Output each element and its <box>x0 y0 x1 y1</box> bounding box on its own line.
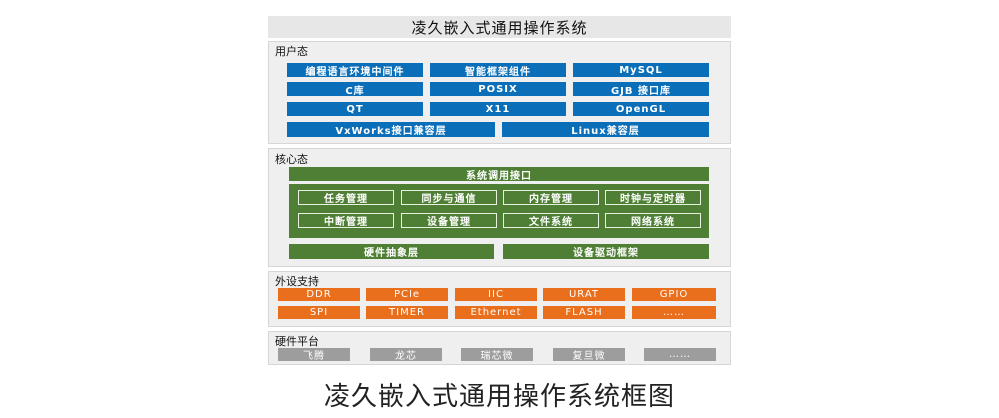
peripheral-ethernet: Ethernet <box>455 306 537 319</box>
kernel-module-device: 设备管理 <box>401 213 497 228</box>
user-block-linux: Linux兼容层 <box>502 122 709 137</box>
kernel-module-network: 网络系统 <box>605 213 701 228</box>
hardware-rockchip: 瑞芯微 <box>461 348 533 362</box>
kernel-label: 核心态 <box>275 153 308 166</box>
peripheral-ddr: DDR <box>278 288 360 301</box>
user-block-middleware: 编程语言环境中间件 <box>287 63 423 78</box>
hardware-fudan-micro: 复旦微 <box>553 348 625 362</box>
peripheral-timer: TIMER <box>366 306 448 319</box>
user-block-qt: QT <box>287 102 423 116</box>
user-space-label: 用户态 <box>275 45 308 58</box>
figure-caption: 凌久嵌入式通用操作系统框图 <box>323 381 675 412</box>
peripheral-gpio: GPIO <box>632 288 716 301</box>
hardware-phytium: 飞腾 <box>278 348 350 362</box>
peripheral-flash: FLASH <box>543 306 625 319</box>
user-block-ai-framework: 智能框架组件 <box>430 63 566 78</box>
user-block-posix: POSIX <box>430 82 566 96</box>
user-block-vxworks: VxWorks接口兼容层 <box>287 122 495 137</box>
peripheral-label: 外设支持 <box>275 275 319 288</box>
peripheral-urat: URAT <box>543 288 625 301</box>
kernel-module-interrupt: 中断管理 <box>298 213 394 228</box>
user-block-gjb: GJB 接口库 <box>573 82 709 97</box>
peripheral-pcie: PCIe <box>366 288 448 301</box>
hardware-more: …… <box>644 348 716 361</box>
user-block-mysql: MySQL <box>573 63 709 77</box>
peripheral-iic: IIC <box>455 288 537 301</box>
kernel-module-filesystem: 文件系统 <box>503 213 599 228</box>
peripheral-more: …… <box>632 306 716 319</box>
kernel-driver-framework: 设备驱动框架 <box>503 244 709 259</box>
hardware-label: 硬件平台 <box>275 335 319 348</box>
user-block-x11: X11 <box>430 102 566 116</box>
kernel-module-sync: 同步与通信 <box>401 190 497 205</box>
kernel-hal: 硬件抽象层 <box>289 244 494 259</box>
user-block-opengl: OpenGL <box>573 102 709 116</box>
peripheral-spi: SPI <box>278 306 360 319</box>
diagram-title: 凌久嵌入式通用操作系统 <box>268 16 731 38</box>
hardware-loongson: 龙芯 <box>370 348 442 362</box>
kernel-syscall-interface: 系统调用接口 <box>289 167 709 182</box>
kernel-module-memory: 内存管理 <box>503 190 599 205</box>
user-block-clib: C库 <box>287 82 423 97</box>
kernel-module-task: 任务管理 <box>298 190 394 205</box>
kernel-module-clock: 时钟与定时器 <box>605 190 701 205</box>
